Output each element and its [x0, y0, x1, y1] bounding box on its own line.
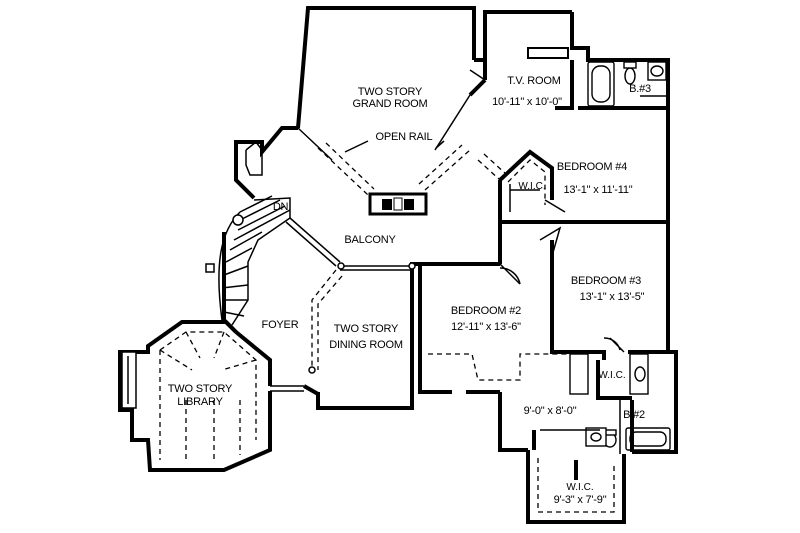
library-label-1: TWO STORY	[168, 383, 233, 395]
bedroom2-walls	[418, 222, 606, 452]
dining-label-1: TWO STORY	[334, 323, 399, 335]
bedroom3-label: BEDROOM #3	[571, 275, 641, 287]
hall-size: 9'-0" x 8'-0"	[524, 405, 577, 417]
open-rail-label: OPEN RAIL	[376, 131, 433, 143]
open-rail-lines	[317, 140, 471, 196]
tv-room-label: T.V. ROOM	[507, 75, 560, 87]
bedroom2-label: BEDROOM #2	[451, 305, 521, 317]
bath3-label: B.#3	[629, 83, 651, 95]
wic-bottom-walls	[526, 427, 626, 524]
tv-room-walls	[468, 12, 670, 232]
wic-top-label: W.I.C.	[518, 181, 545, 192]
grand-room-label-1: TWO STORY	[358, 86, 423, 98]
bedroom2-size: 12'-11" x 13'-6"	[451, 321, 521, 333]
wic-bottom-size: 9'-3" x 7'-9"	[554, 494, 607, 506]
foyer-label: FOYER	[262, 319, 299, 331]
room-labels: TWO STORY GRAND ROOM OPEN RAIL T.V. ROOM…	[168, 75, 651, 506]
stair-down-label: DN.	[273, 201, 291, 213]
grand-room-label-2: GRAND ROOM	[352, 98, 427, 110]
bedroom4-label: BEDROOM #4	[557, 161, 627, 173]
bedroom3-walls	[550, 232, 678, 454]
bath2-label: B.#2	[623, 409, 645, 421]
tv-room-size: 10'-11" x 10'-0"	[492, 96, 562, 108]
dining-room-walls	[270, 262, 500, 410]
library-label-2: LIBRARY	[177, 396, 223, 408]
fireplace	[368, 192, 428, 216]
library-walls	[118, 320, 272, 472]
bedroom4-size: 13'-1" x 11'-11"	[564, 184, 633, 196]
wic-mid-label: W.I.C.	[598, 370, 625, 381]
dining-label-2: DINING ROOM	[329, 339, 403, 351]
bath3-fixtures	[587, 61, 668, 107]
bedroom3-size: 13'-1" x 13'-5"	[580, 291, 645, 303]
stair-and-left-walls	[205, 126, 341, 334]
grand-room-walls	[296, 6, 572, 161]
wic-bottom-label: W.I.C.	[566, 482, 593, 493]
balcony-label: BALCONY	[344, 234, 396, 246]
bath2-area	[596, 353, 671, 454]
